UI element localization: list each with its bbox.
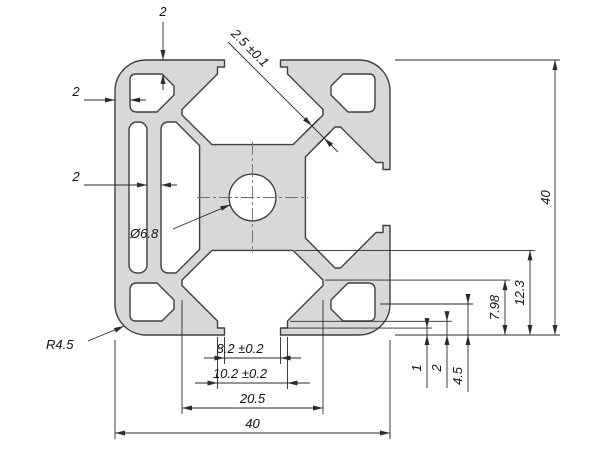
- dim-step-depth: 2: [290, 311, 452, 388]
- dim-corner-radius: R4.5: [46, 325, 125, 352]
- dim-slot-depth-label: 12.3: [512, 280, 527, 306]
- dim-brace-thickness-label: 2.5 ±0.1: [228, 25, 272, 69]
- dim-slot-inner-width-label: 20.5: [239, 391, 266, 406]
- dim-left-outer-wall-label: 2: [71, 84, 80, 99]
- dim-overall-height-label: 40: [538, 190, 553, 205]
- dim-slot-opening: 8.2 ±0.2: [204, 337, 301, 364]
- dim-flange-depth: 4.5: [380, 294, 473, 392]
- left-inner-cavity: [160, 121, 201, 274]
- dim-overall-width-label: 40: [245, 416, 260, 431]
- dim-slot-step-label: 10.2 ±0.2: [213, 366, 268, 381]
- left-slit-cavity: [128, 121, 148, 274]
- dim-lip-depth-label: 1: [409, 364, 424, 371]
- dim-center-bore: Ø6.8: [129, 204, 231, 241]
- dim-flange-depth-label: 4.5: [450, 366, 465, 385]
- dim-overall-height: 40: [395, 59, 560, 336]
- dim-slot-inner-width: 20.5: [181, 300, 324, 414]
- dim-slot-step: 10.2 ±0.2: [195, 337, 310, 389]
- dim-top-wall-label: 2: [158, 4, 167, 19]
- dim-corner-radius-label: R4.5: [46, 337, 74, 352]
- dim-undercut-depth: 7.98: [325, 279, 510, 335]
- dim-left-inner-wall: 2: [71, 169, 177, 188]
- dim-undercut-depth-label: 7.98: [487, 294, 502, 320]
- corner-cavity-top-right: [330, 73, 376, 113]
- dim-lip-depth: 1: [283, 318, 432, 388]
- dim-step-depth-label: 2: [429, 364, 444, 373]
- dim-top-wall: 2: [158, 4, 167, 90]
- profile-cross-section: [114, 59, 391, 336]
- dim-left-inner-wall-label: 2: [71, 169, 80, 184]
- corner-cavity-bottom-left: [129, 282, 175, 322]
- dim-overall-width: 40: [114, 340, 391, 439]
- dim-slot-opening-label: 8.2 ±0.2: [217, 341, 265, 356]
- dim-center-bore-label: Ø6.8: [129, 226, 159, 241]
- dim-slot-depth: 12.3: [295, 249, 535, 335]
- dim-left-outer-wall: 2: [71, 84, 146, 103]
- corner-cavity-bottom-right: [330, 282, 376, 322]
